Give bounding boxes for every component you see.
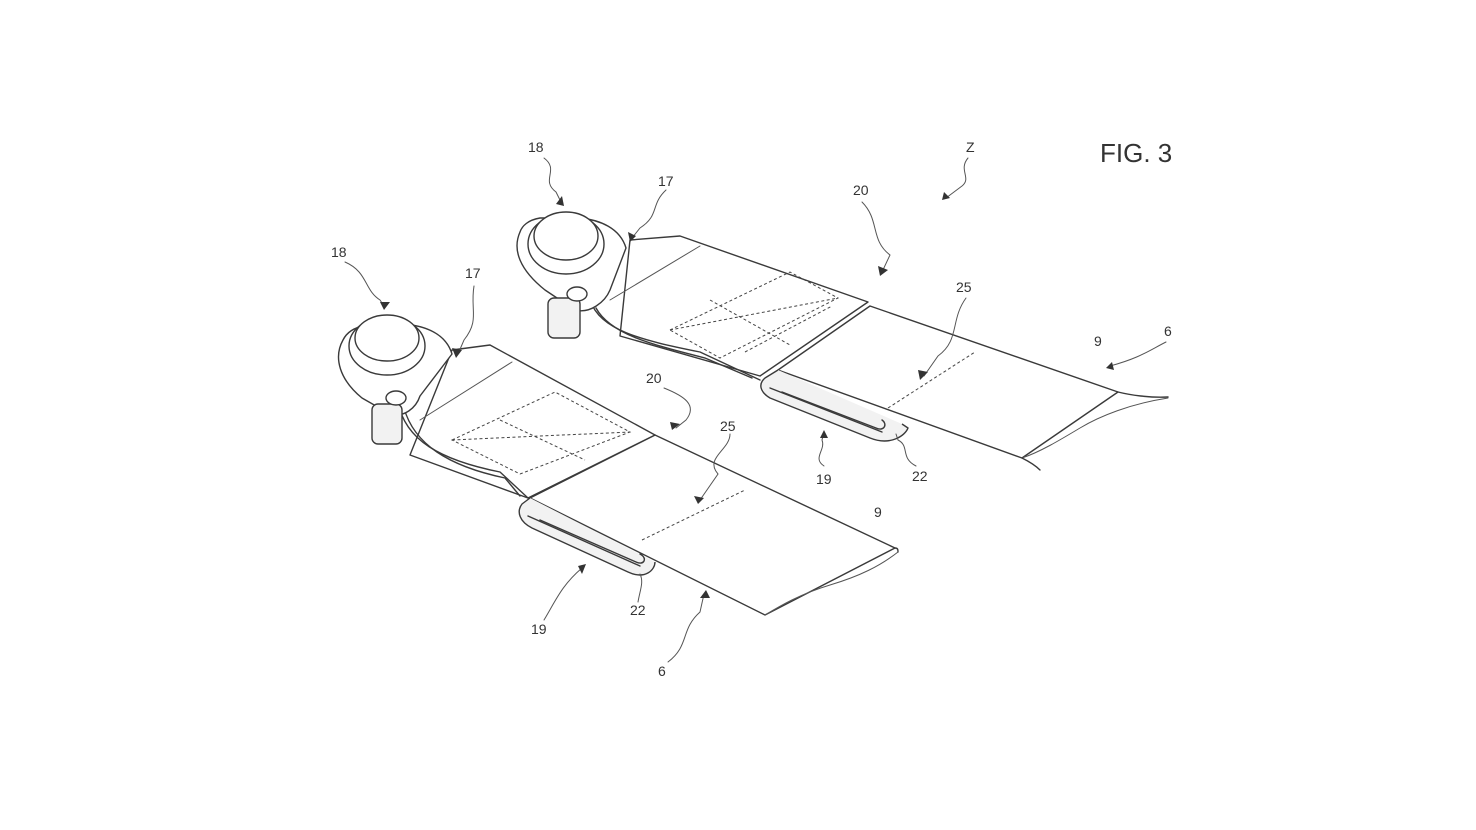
ref-19-lower: 19 — [531, 621, 547, 637]
tongue-upper — [589, 235, 869, 381]
strap-assembly-upper — [516, 211, 1169, 471]
stitch-line-25-upper — [887, 351, 976, 409]
ref-6-lower: 6 — [658, 663, 666, 679]
loop-lower — [518, 497, 656, 576]
ref-18-upper: 18 — [528, 139, 544, 155]
ref-22-upper: 22 — [912, 468, 928, 484]
ref-25-upper: 25 — [956, 279, 972, 295]
anchor-upper — [516, 211, 627, 339]
ref-18-lower: 18 — [331, 244, 347, 260]
leader-lines — [344, 157, 1167, 663]
ref-6-upper: 6 — [1164, 323, 1172, 339]
leader-arrowheads — [380, 192, 1114, 598]
ref-20-upper: 20 — [853, 182, 869, 198]
ref-17-upper: 17 — [658, 173, 674, 189]
tongue-lower — [397, 344, 656, 499]
ref-22-lower: 22 — [630, 602, 646, 618]
figure-label: FIG. 3 — [1100, 138, 1172, 168]
anchor-lower — [337, 314, 453, 445]
strap-assembly-lower — [337, 314, 899, 616]
loop-upper — [760, 369, 909, 442]
stitch-line-25-lower — [641, 489, 746, 541]
webbing-strap-upper — [777, 305, 1169, 471]
ref-19-upper: 19 — [816, 471, 832, 487]
ref-z: Z — [966, 139, 975, 155]
ref-20-lower: 20 — [646, 370, 662, 386]
ref-9-lower: 9 — [874, 504, 882, 520]
ref-17-lower: 17 — [465, 265, 481, 281]
ref-25-lower: 25 — [720, 418, 736, 434]
ref-9-upper: 9 — [1094, 333, 1102, 349]
